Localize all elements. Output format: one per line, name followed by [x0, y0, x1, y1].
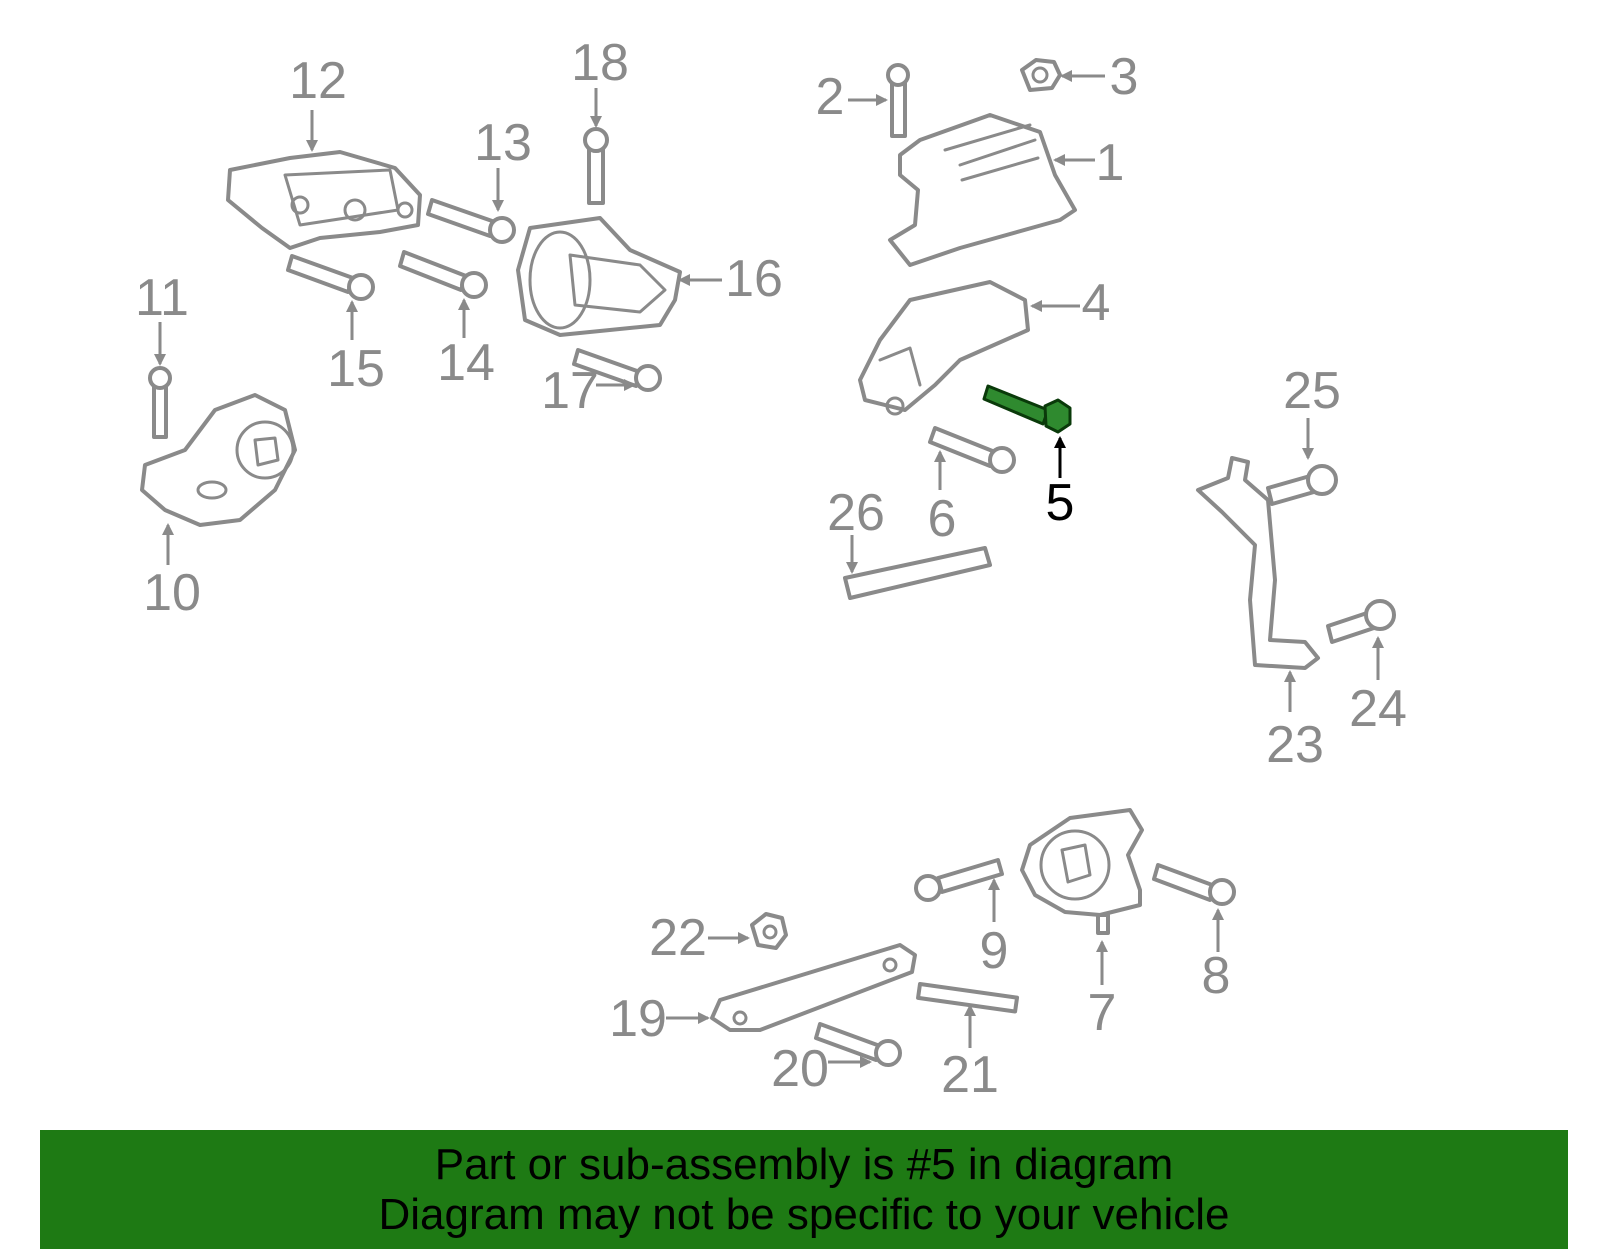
part-10-mount — [140, 393, 297, 527]
part-23-bracket — [1196, 456, 1320, 670]
part-9-bolt — [914, 858, 1004, 902]
part-14-bolt — [398, 250, 488, 299]
callout-3: 3 — [1110, 48, 1139, 106]
part-13-bolt — [426, 198, 516, 244]
callout-15: 15 — [327, 340, 385, 398]
part-5-bolt-highlighted — [982, 384, 1072, 434]
part-4-bracket — [858, 280, 1030, 416]
callout-20: 20 — [771, 1040, 829, 1098]
part-22-nut — [750, 912, 788, 950]
callout-4: 4 — [1082, 274, 1111, 332]
callout-6: 6 — [928, 490, 957, 548]
part-17-bolt — [572, 348, 662, 392]
part-21-stud — [916, 982, 1020, 1014]
callout-25: 25 — [1283, 362, 1341, 420]
part-11-bolt — [148, 366, 172, 439]
callout-1: 1 — [1096, 134, 1125, 192]
part-15-bolt — [286, 254, 375, 301]
part-1-mount — [888, 113, 1077, 267]
callout-23: 23 — [1266, 716, 1324, 774]
part-2-bolt — [886, 63, 910, 138]
callout-24: 24 — [1349, 680, 1407, 738]
part-12-mount-bracket — [226, 150, 422, 250]
callout-2: 2 — [816, 68, 845, 126]
part-7-mount — [1020, 808, 1144, 935]
callout-12: 12 — [289, 52, 347, 110]
callout-10: 10 — [143, 564, 201, 622]
part-25-bolt — [1266, 464, 1338, 506]
parts-diagram: 12 13 18 16 14 15 17 11 10 2 3 1 4 5 6 2… — [135, 34, 1407, 1104]
callout-22: 22 — [649, 909, 707, 967]
part-16-mount — [516, 216, 682, 337]
callout-26: 26 — [827, 484, 885, 542]
callout-labels: 12 13 18 16 14 15 17 11 10 2 3 1 4 5 6 2… — [135, 34, 1407, 1104]
banner-line-disclaimer: Diagram may not be specific to your vehi… — [378, 1190, 1230, 1239]
part-8-bolt — [1152, 863, 1236, 906]
part-19-link — [710, 943, 917, 1032]
part-18-bolt — [583, 127, 609, 205]
callout-14: 14 — [437, 334, 495, 392]
callout-13: 13 — [474, 114, 532, 172]
callout-17: 17 — [541, 362, 599, 420]
callout-8: 8 — [1202, 947, 1231, 1005]
callout-11: 11 — [135, 269, 189, 327]
part-24-bolt — [1326, 599, 1396, 644]
part-3-nut — [1020, 58, 1062, 92]
leader-lines — [154, 70, 1384, 1068]
callout-7: 7 — [1088, 984, 1117, 1042]
part-26-pad — [843, 546, 992, 600]
callout-19: 19 — [609, 990, 667, 1048]
banner-line-part: Part or sub-assembly is #5 in diagram — [434, 1140, 1174, 1189]
part-6-bolt — [928, 426, 1016, 474]
callout-16: 16 — [725, 250, 783, 308]
part-20-bolt — [814, 1022, 902, 1067]
callout-21: 21 — [941, 1046, 999, 1104]
callout-5-highlighted: 5 — [1046, 474, 1075, 532]
callout-9: 9 — [980, 922, 1009, 980]
callout-18: 18 — [571, 34, 629, 92]
info-banner: Part or sub-assembly is #5 in diagram Di… — [40, 1130, 1568, 1249]
